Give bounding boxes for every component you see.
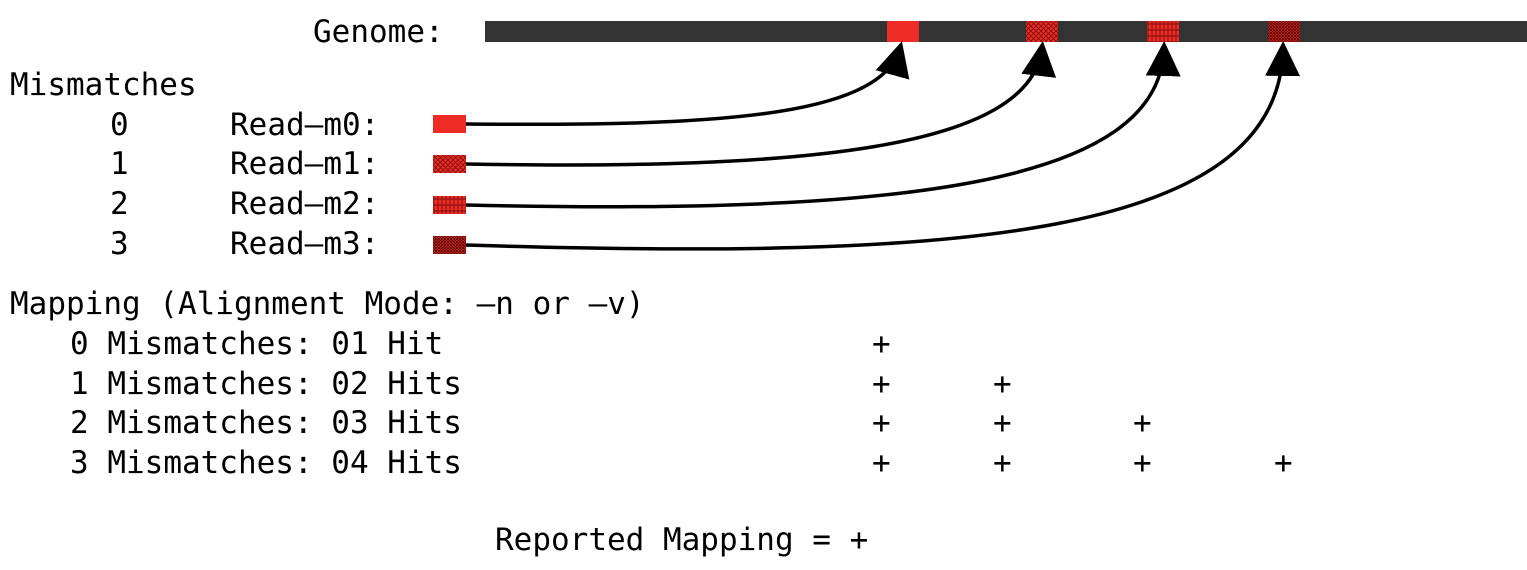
- hit-plus: +: [993, 405, 1012, 441]
- mapping-row-label: 0 Mismatches: 01 Hit: [70, 326, 444, 362]
- genome-bar: [485, 21, 1527, 42]
- genome-hit-m1: [1026, 21, 1058, 42]
- mapping-row-label: 1 Mismatches: 02 Hits: [70, 366, 462, 402]
- read-label: Read–m2:: [230, 186, 380, 222]
- genome-hit-m2: [1147, 21, 1179, 42]
- hit-plus: +: [1274, 445, 1293, 481]
- genome-hit-m0: [887, 21, 919, 42]
- arrow-m0: [465, 41, 910, 127]
- genome-label: Genome:: [313, 14, 444, 50]
- mapping-row-label: 3 Mismatches: 04 Hits: [70, 445, 462, 481]
- read-label: Read–m1:: [230, 146, 380, 182]
- read-label: Read–m0:: [230, 107, 380, 143]
- read-mismatch-count: 3: [110, 226, 129, 262]
- read-label: Read–m3:: [230, 226, 380, 262]
- hit-plus: +: [872, 326, 891, 362]
- reported-mapping: Reported Mapping = +: [495, 522, 869, 558]
- read-m1-box: [433, 155, 466, 173]
- read-mismatch-count: 0: [110, 107, 129, 143]
- read-m0-box: [433, 115, 466, 133]
- hit-plus: +: [993, 366, 1012, 402]
- read-mismatch-count: 2: [110, 186, 129, 222]
- mapping-header: Mapping (Alignment Mode: –n or –v): [10, 286, 645, 322]
- mapping-row-label: 2 Mismatches: 03 Hits: [70, 405, 462, 441]
- hit-plus: +: [872, 366, 891, 402]
- read-mismatch-count: 1: [110, 146, 129, 182]
- hit-plus: +: [993, 445, 1012, 481]
- hit-plus: +: [872, 445, 891, 481]
- hit-plus: +: [1133, 445, 1152, 481]
- arrow-m1: [465, 41, 1057, 167]
- arrow-m2: [465, 41, 1181, 209]
- mismatches-header: Mismatches: [10, 67, 197, 103]
- genome-hit-m3: [1268, 21, 1300, 42]
- hit-plus: +: [872, 405, 891, 441]
- read-m2-box: [433, 196, 466, 214]
- read-m3-box: [433, 236, 466, 254]
- hit-plus: +: [1133, 405, 1152, 441]
- arrow-m3: [465, 41, 1301, 251]
